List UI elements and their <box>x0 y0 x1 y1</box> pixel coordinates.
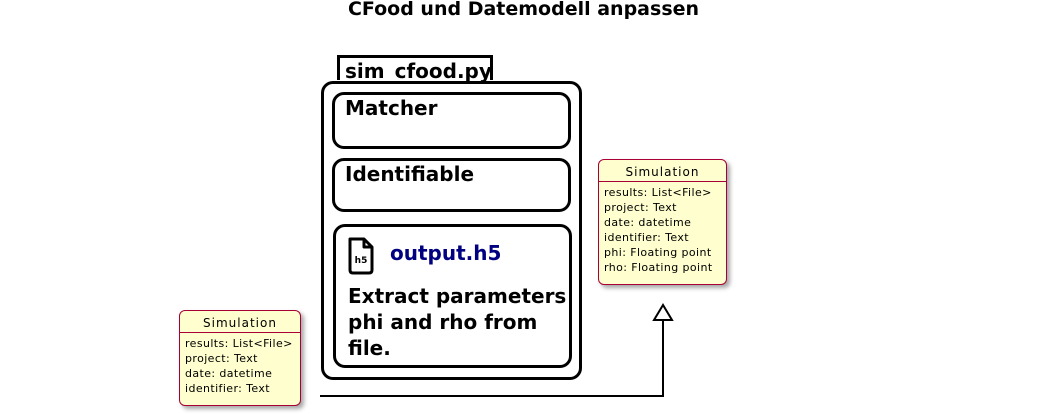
class-attribute: date: datetime <box>604 216 692 229</box>
inheritance-arrowhead <box>652 303 674 321</box>
simulation-class-extended: Simulation results: List<File> project: … <box>598 159 727 285</box>
class-attribute: project: Text <box>185 352 258 365</box>
class-divider <box>599 181 726 182</box>
class-attribute: phi: Floating point <box>604 246 712 259</box>
class-attribute: results: List<File> <box>604 186 712 199</box>
class-attribute: date: datetime <box>185 367 273 380</box>
class-name: Simulation <box>625 165 700 179</box>
inheritance-connector <box>320 320 664 397</box>
matcher-box: Matcher <box>332 92 571 149</box>
package-tab: sim_cfood.py <box>337 55 493 83</box>
class-attribute: identifier: Text <box>185 382 271 395</box>
output-file-box: h5 output.h5 Extract parameters phi and … <box>333 224 572 368</box>
diagram-title: CFood und Datemodell anpassen <box>347 0 700 20</box>
class-name: Simulation <box>203 316 277 330</box>
file-icon: h5 <box>348 237 374 275</box>
class-attribute: results: List<File> <box>185 337 293 350</box>
file-icon-label: h5 <box>355 256 368 266</box>
class-divider <box>180 332 300 333</box>
output-description: Extract parameters phi and rho from file… <box>348 284 567 360</box>
class-attribute: project: Text <box>604 201 677 214</box>
matcher-label: Matcher <box>345 96 438 120</box>
class-attribute: rho: Floating point <box>604 261 713 274</box>
file-name: output.h5 <box>390 241 502 265</box>
identifiable-label: Identifiable <box>345 162 475 186</box>
class-attribute: identifier: Text <box>604 231 690 244</box>
simulation-class-base: Simulation results: List<File> project: … <box>179 310 301 406</box>
identifiable-box: Identifiable <box>332 158 571 212</box>
